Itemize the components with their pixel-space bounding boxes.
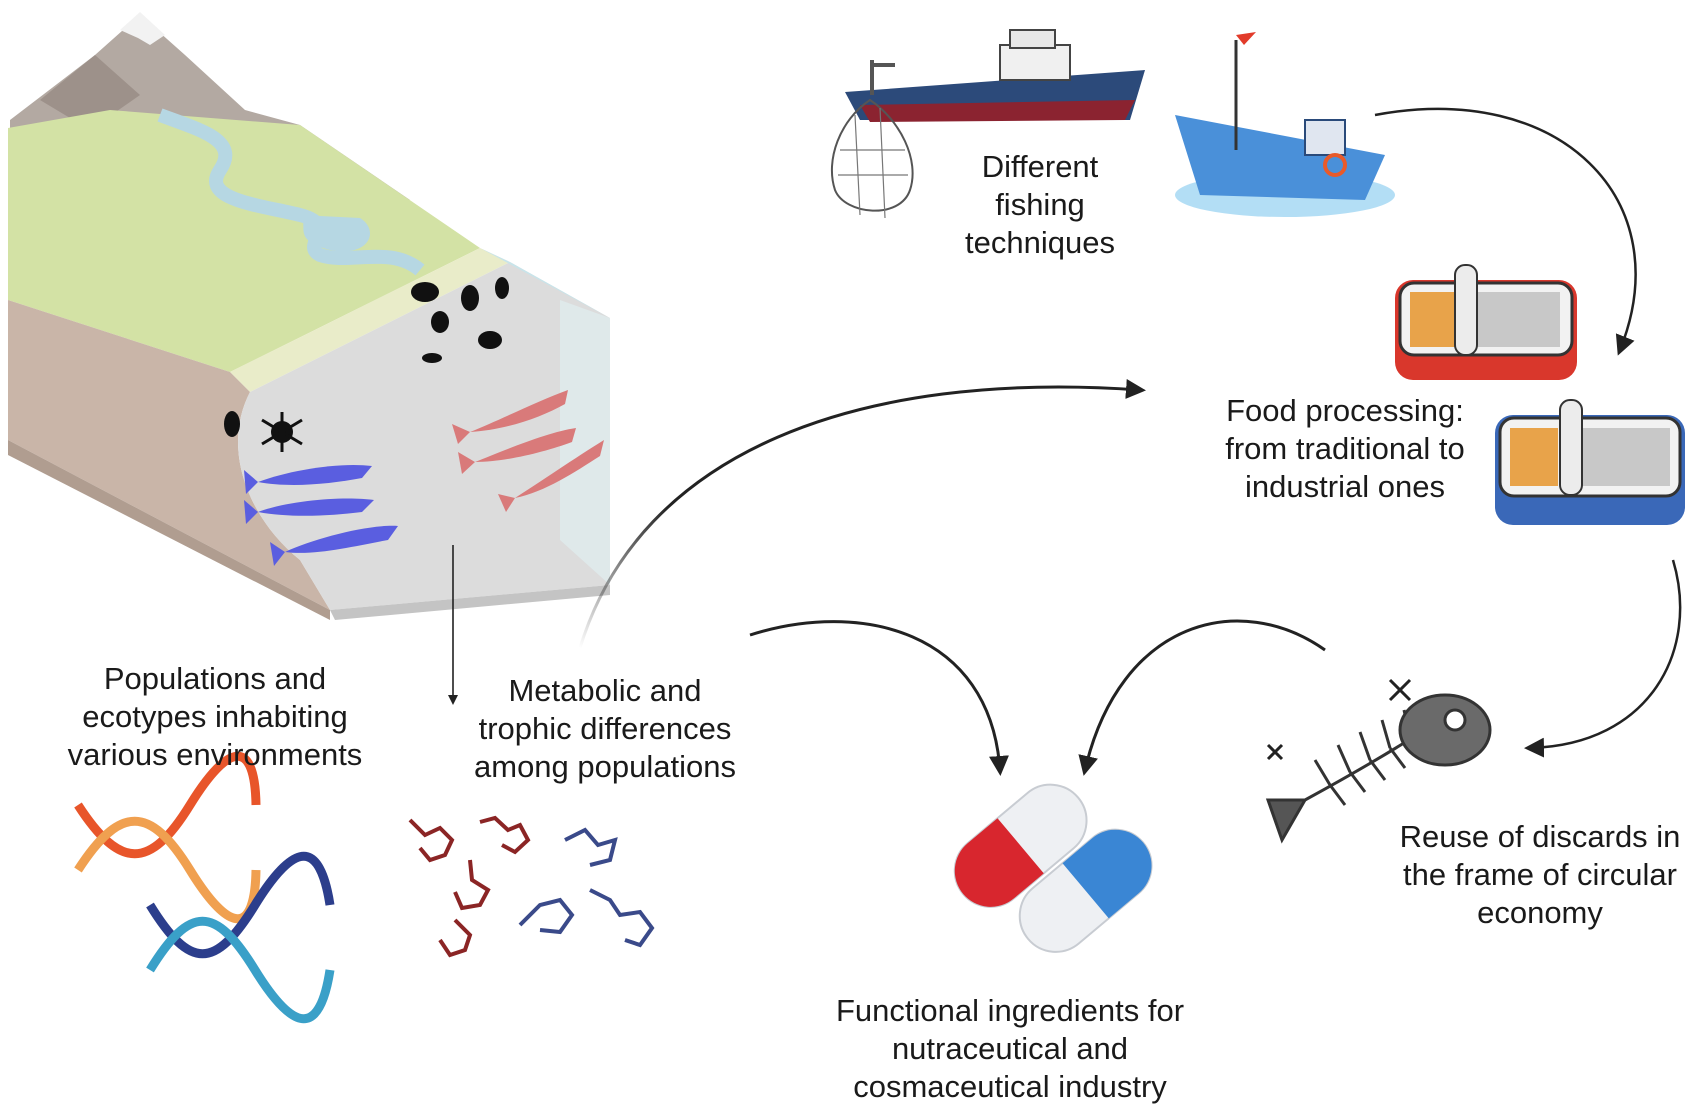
label-food-processing: Food processing: from traditional to ind… [1225,393,1465,504]
arrow-boat-to-can [1374,107,1637,356]
label-reuse-discards: Reuse of discards in the frame of circul… [1399,819,1681,930]
landscape-ocean-cross-section-icon [8,12,610,620]
arrow-metabolic-to-food [578,379,1146,649]
arrow-skeleton-to-pill [1078,619,1326,776]
dna-helix-icon [74,752,335,1023]
capsule-pill-icon [953,783,1153,953]
label-metabolic: Metabolic and trophic differences among … [474,673,736,784]
arrow-can-to-skeleton [1524,559,1682,758]
label-functional-ingredients: Functional ingredients for nutraceutical… [835,993,1185,1104]
label-fishing: Different fishing techniques [965,149,1115,260]
sardine-can-icon [1395,264,1685,525]
blue-fish-icon [244,464,398,566]
red-fish-icon [452,390,604,512]
molecule-icon [408,815,655,958]
label-populations: Populations and ecotypes inhabiting vari… [67,661,363,772]
arrow-metabolic-to-pill [749,620,1009,776]
plankton-icon [224,277,509,452]
trawler-ship-icon [830,29,1145,219]
fishing-boat-icon [1175,32,1395,217]
fish-skeleton-icon [1265,678,1492,844]
